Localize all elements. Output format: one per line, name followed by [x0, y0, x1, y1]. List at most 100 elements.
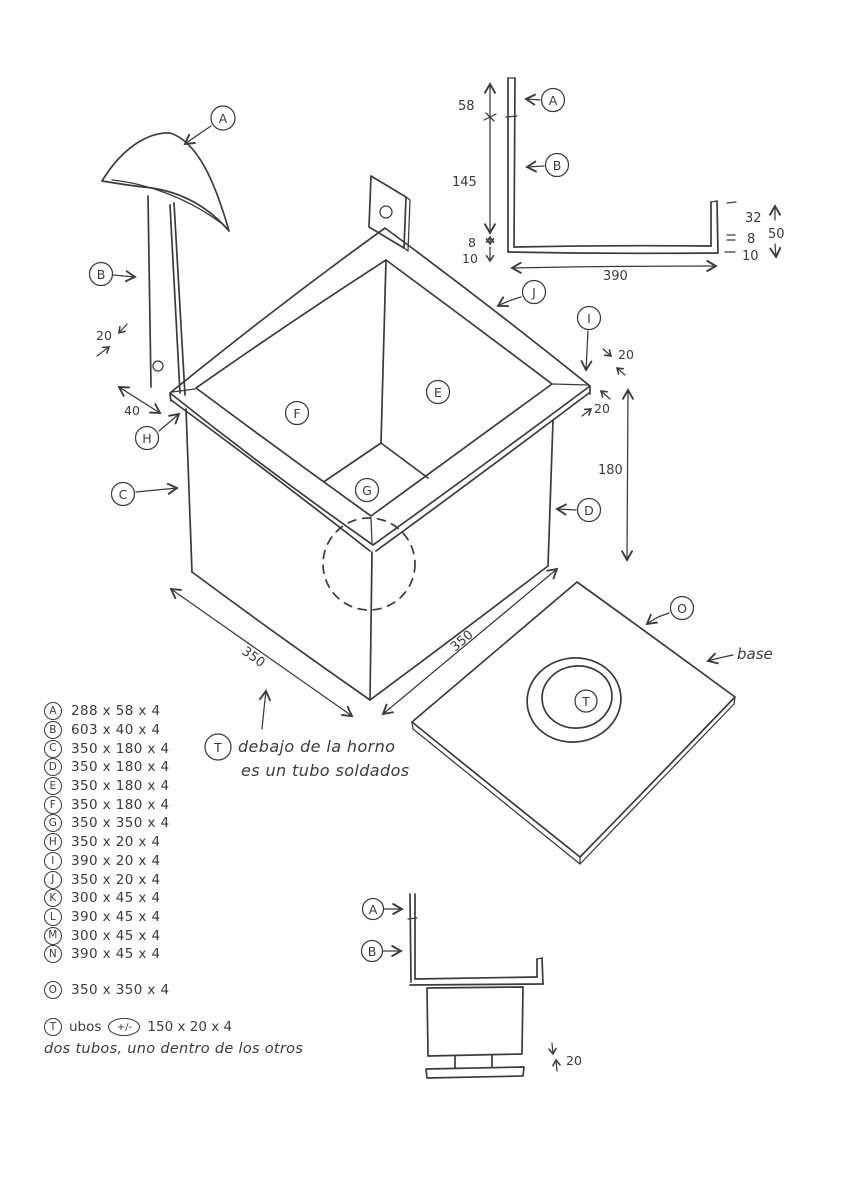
label-text: B	[368, 944, 377, 959]
rim-lip-left	[170, 399, 371, 552]
rim-lip-right	[375, 392, 590, 552]
label-arrow	[580, 330, 593, 372]
parts-list-row: K 300 x 45 x 4	[44, 889, 169, 908]
parts-list-row: A 288 x 58 x 4	[44, 702, 169, 721]
note-label-text: T	[213, 740, 222, 755]
iso-view: A B C D E F G	[88, 105, 634, 718]
rim-end-cap-left	[169, 393, 172, 402]
label-text: C	[119, 487, 128, 502]
dim-column-left: 58 145 8 10	[452, 82, 497, 266]
dim-tick-cross	[483, 112, 497, 122]
rim-miter-right	[552, 383, 589, 386]
part-id-badge: M	[44, 926, 62, 945]
part-spec-text: 350 x 180 x 4	[71, 778, 170, 795]
tubes-spec-row: T ubos +/- 150 x 20 x 4	[44, 1018, 303, 1036]
tube-id-badge: T	[44, 1018, 62, 1036]
dim-line	[381, 567, 559, 716]
bracket-hole	[379, 205, 393, 219]
parts-list-row: N 390 x 45 x 4	[44, 945, 169, 964]
section-label-a: A	[524, 87, 566, 113]
dim-text-10: 10	[462, 251, 478, 266]
label-circle	[544, 152, 570, 178]
parts-list-row: I 390 x 20 x 4	[44, 851, 169, 871]
base-caption: base	[706, 645, 773, 665]
label-arrow	[112, 270, 137, 283]
part-spec-text: 390 x 45 x 4	[71, 946, 161, 963]
part-id-badge: A	[44, 702, 62, 721]
base-plate-corner-cap-left	[411, 721, 414, 730]
label-arrow	[135, 482, 179, 495]
dim-column-right: 32 8 10 50	[724, 201, 785, 264]
label-text: A	[369, 902, 378, 917]
base-plate-profile	[425, 1066, 525, 1079]
dim-arrow	[615, 367, 626, 376]
label-circle	[354, 477, 380, 503]
label-text: A	[219, 111, 228, 126]
label-arrow	[524, 93, 541, 106]
part-spec-text: 300 x 45 x 4	[71, 927, 161, 944]
label-text: J	[531, 285, 536, 300]
wall-d-right-edge	[547, 419, 554, 567]
label-arrow	[555, 503, 577, 516]
dim-line	[117, 385, 162, 415]
tube-spec-text: 150 x 20 x 4	[147, 1019, 233, 1035]
parts-list-row: D 350 x 180 x 4	[44, 758, 169, 777]
floor-profile-top	[513, 244, 712, 248]
parts-list-row: L 390 x 45 x 4	[44, 907, 169, 927]
lip-top-cap	[710, 200, 718, 203]
label-text: D	[584, 503, 594, 518]
part-spec-text: 390 x 45 x 4	[71, 908, 161, 925]
dim-arrow-up	[552, 1058, 561, 1072]
dim-line	[621, 388, 634, 562]
note-arrow-up	[259, 689, 271, 730]
bottom-label-b: B	[360, 939, 403, 963]
note-label-circle	[204, 733, 232, 761]
dim-height-180: 180	[598, 388, 634, 562]
part-id-badge: F	[44, 795, 62, 814]
dim-text: 350	[448, 628, 477, 655]
label-circle	[210, 105, 236, 131]
dim-text-32: 32	[745, 211, 762, 226]
label-circle	[576, 305, 602, 331]
wall-profile-right-edge	[513, 77, 516, 248]
label-circle	[425, 379, 451, 405]
parts-list-row: B 603 x 40 x 4	[44, 721, 169, 740]
dim-arrow	[118, 323, 128, 335]
tube-outer-ring	[526, 657, 622, 743]
front-corner-edge	[369, 551, 373, 701]
base-plate-corner-cap-right	[733, 696, 736, 705]
dim-arrow	[581, 408, 593, 417]
part-spec-text: 350 x 180 x 4	[71, 740, 170, 757]
part-spec-text: 288 x 58 x 4	[71, 703, 161, 720]
bracket-plate-thickness	[403, 196, 411, 252]
plus-minus-badge: +/-	[108, 1018, 141, 1036]
part-spec-text: 350 x 350 x 4	[71, 981, 170, 998]
dim-text-10r: 10	[742, 249, 759, 264]
part-spec-text: 350 x 20 x 4	[71, 834, 161, 851]
post-b-left-edge	[147, 195, 152, 388]
rim-outer-edge	[169, 227, 591, 546]
label-arrow	[158, 412, 181, 432]
label-circle	[88, 261, 114, 287]
parts-list-row: M 300 x 45 x 4	[44, 926, 169, 945]
base-plate-outline	[411, 581, 736, 858]
label-arrow	[525, 160, 545, 173]
lip-outer-edge	[716, 200, 719, 254]
section-view-bottom: A B 20	[360, 893, 582, 1079]
label-text: B	[97, 267, 106, 282]
dim-text: 390	[603, 269, 628, 284]
iso-label-h: H	[134, 412, 181, 451]
tubes-note-line2: dos tubos, uno dentro de los otros	[44, 1041, 304, 1057]
part-spec-text: 390 x 20 x 4	[71, 852, 161, 869]
part-id-badge: K	[44, 889, 62, 908]
dim-text: 180	[598, 463, 623, 478]
iso-label-j: J	[496, 279, 547, 308]
oven-box-outline	[426, 986, 524, 1057]
note-line1: debajo de la horno	[238, 737, 395, 756]
part-id-badge: H	[44, 833, 62, 852]
dim-text: 20	[96, 328, 112, 343]
tube-note-middle: T debajo de la horno es un tubo soldados	[204, 689, 409, 780]
floor-profile-bottom	[507, 251, 719, 255]
parts-list: A 288 x 58 x 4 B 603 x 40 x 4 C 350 x 18…	[44, 702, 169, 999]
dim-arrow-down	[548, 1042, 557, 1056]
